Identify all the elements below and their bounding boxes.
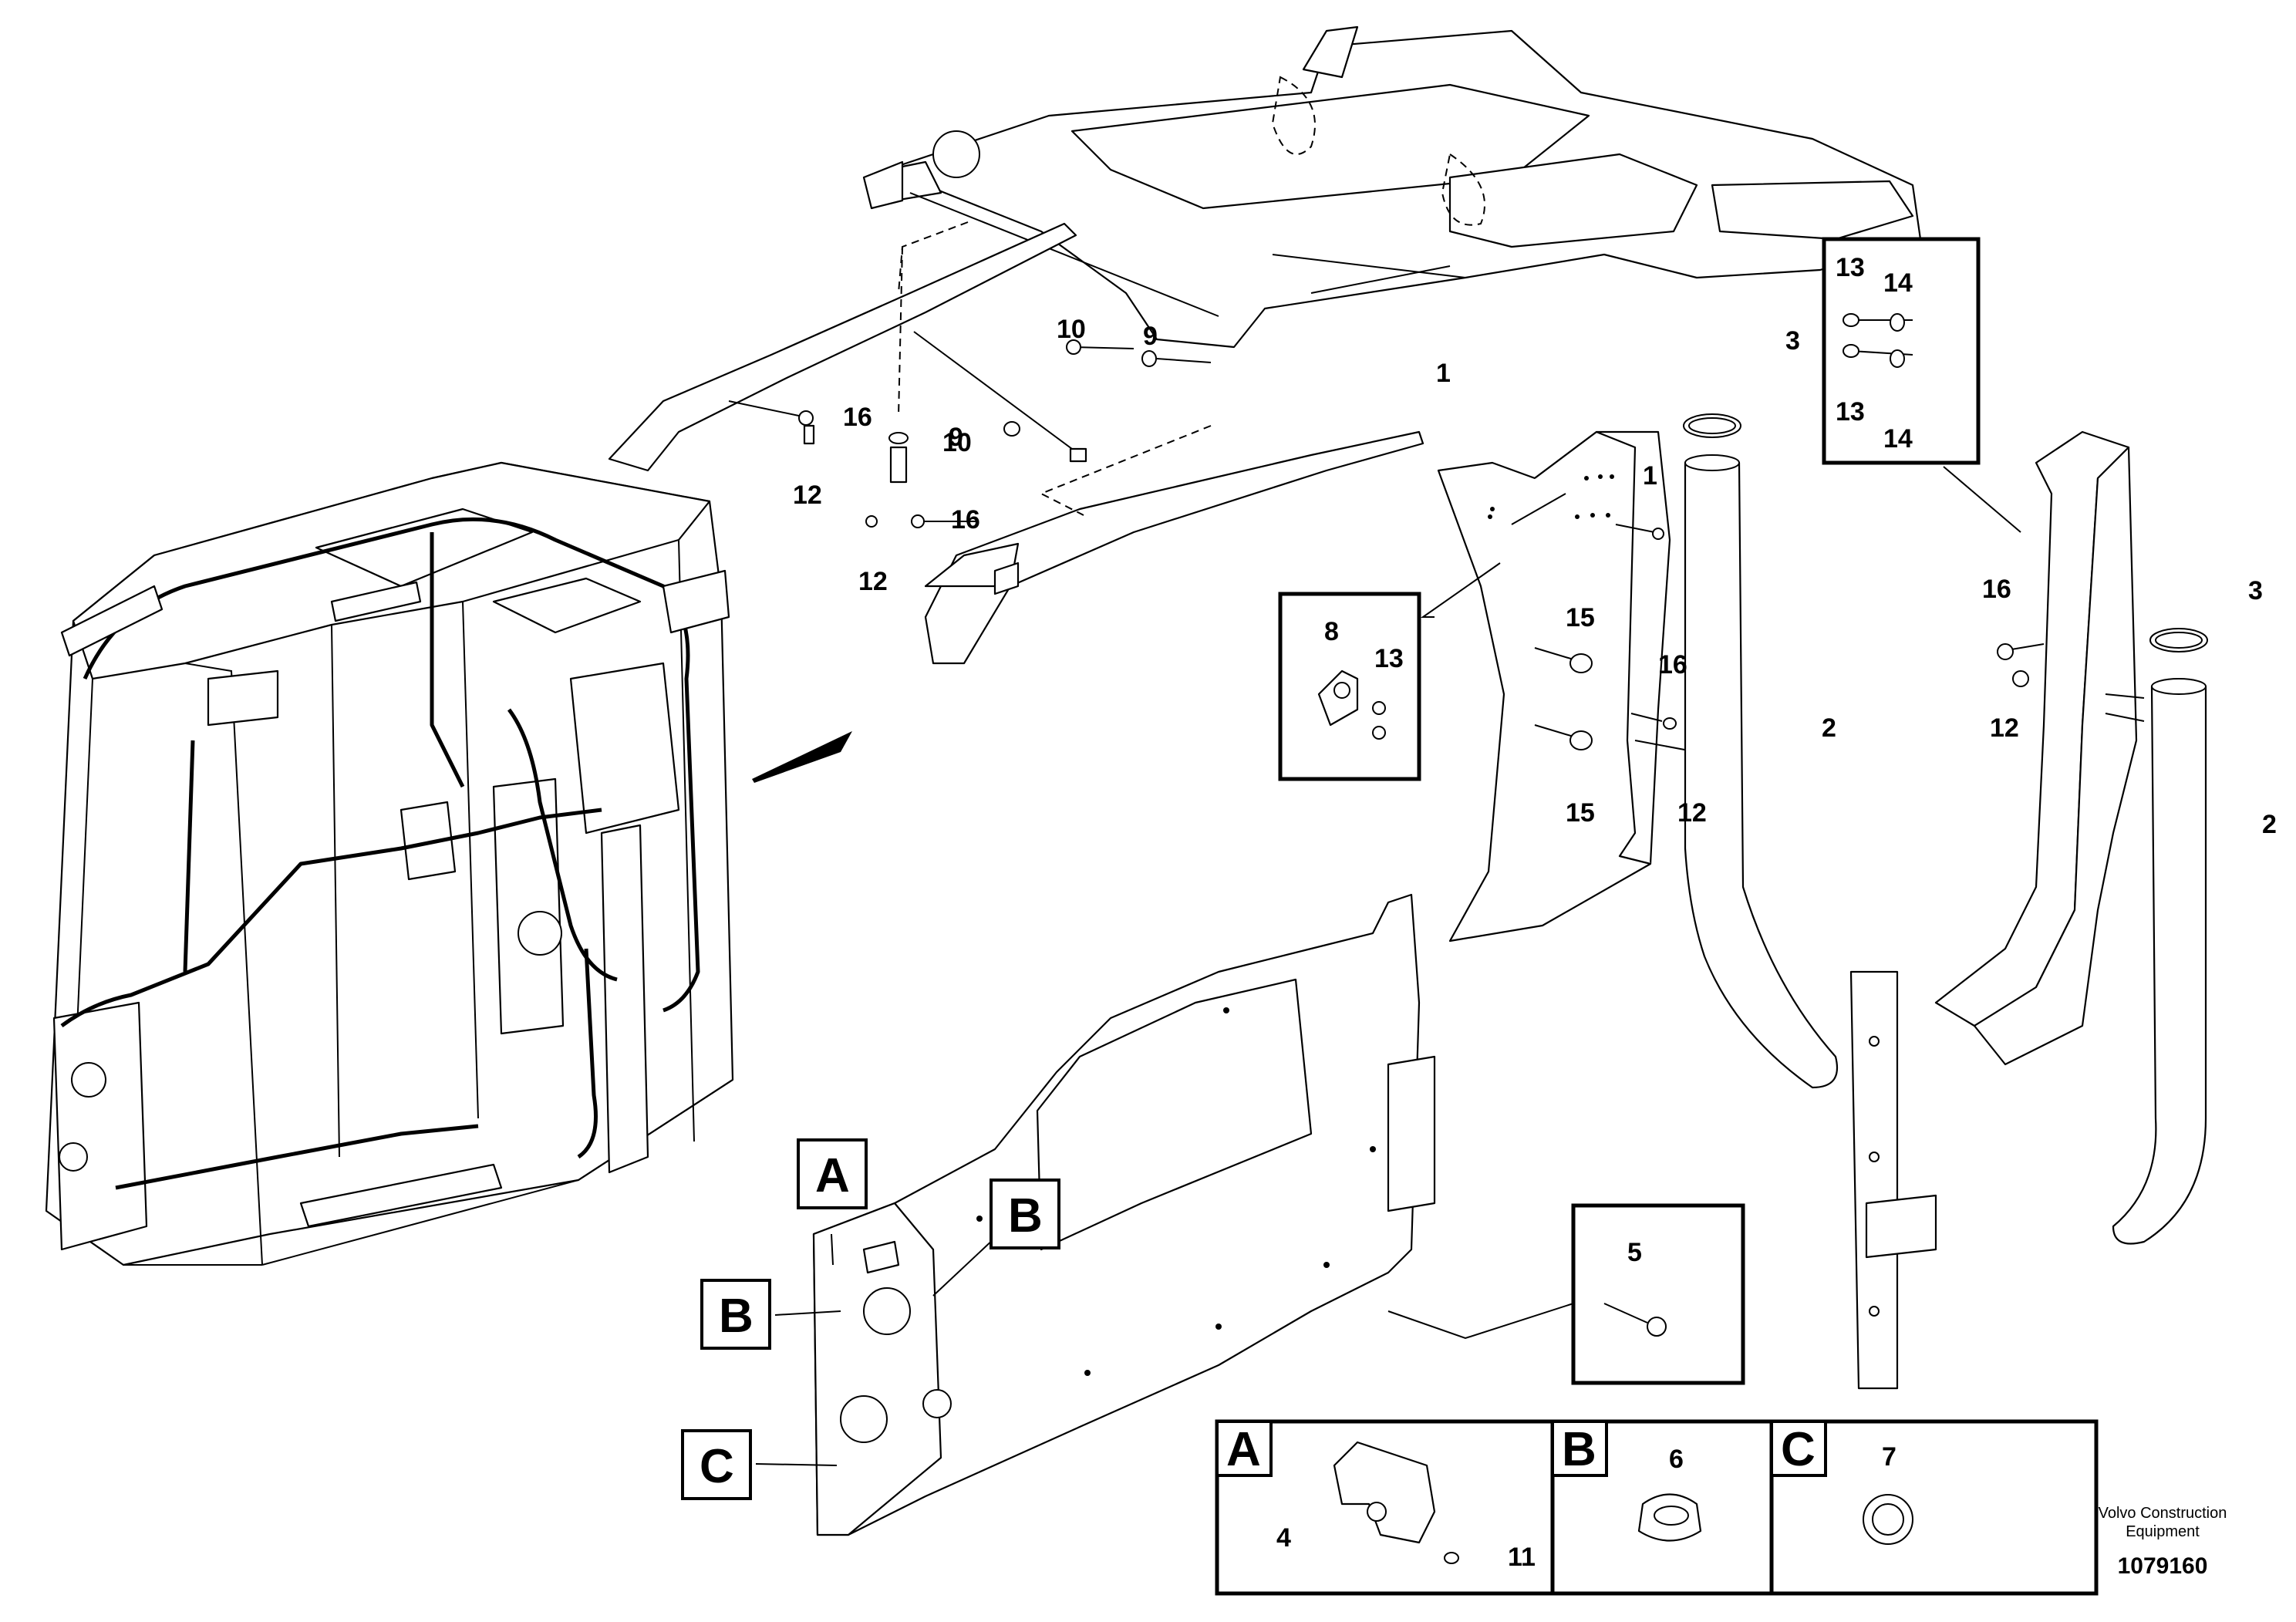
callout-9: 9 bbox=[949, 423, 963, 452]
rear-pillar-trim bbox=[1437, 430, 1711, 943]
credit-block: Volvo Construction Equipment 1079160 bbox=[2099, 1505, 2227, 1579]
document-number: 1079160 bbox=[2118, 1553, 2208, 1579]
callout-3: 3 bbox=[1785, 326, 1800, 356]
callout-16: 16 bbox=[1658, 650, 1687, 679]
callout-14: 14 bbox=[1883, 268, 1913, 298]
callout-12: 12 bbox=[1677, 798, 1707, 828]
callout-16: 16 bbox=[1982, 575, 2011, 604]
vent-hose-2 bbox=[2112, 628, 2208, 1245]
callout-2: 2 bbox=[1822, 713, 1836, 743]
roof-front-bracket bbox=[862, 160, 904, 210]
center-roof-trim bbox=[924, 430, 1424, 665]
roof-side-trim-left bbox=[608, 222, 1077, 472]
callout-1: 1 bbox=[1643, 461, 1657, 491]
callout-13: 13 bbox=[1836, 397, 1865, 427]
leader-detail-5 bbox=[1387, 1303, 1574, 1340]
callout-8: 8 bbox=[1324, 617, 1339, 646]
callout-13: 13 bbox=[1836, 253, 1865, 282]
callout-12: 12 bbox=[1990, 713, 2019, 743]
callout-10: 10 bbox=[942, 428, 972, 457]
callout-1: 1 bbox=[1436, 359, 1451, 388]
callout-14: 14 bbox=[1883, 424, 1913, 454]
roof-trim-assembly bbox=[885, 25, 1922, 349]
assembly-line-3 bbox=[898, 246, 903, 417]
detail-strip-abc bbox=[1215, 1419, 2099, 1596]
callout-12: 12 bbox=[858, 567, 888, 596]
callout-2: 2 bbox=[2262, 810, 2277, 839]
roof-fasteners bbox=[728, 331, 1212, 528]
view-direction-arrow bbox=[752, 731, 852, 783]
callout-15: 15 bbox=[1566, 603, 1595, 632]
detail-box-5 bbox=[1571, 1203, 1745, 1385]
callout-11: 11 bbox=[1508, 1543, 1536, 1572]
lower-side-panel bbox=[812, 893, 1436, 1536]
detail-box-fasteners-13-14 bbox=[1822, 237, 1981, 465]
view-labels: A B B C A B C bbox=[681, 1138, 1816, 1500]
callout-13: 13 bbox=[1374, 644, 1404, 673]
leader-b-upper bbox=[932, 1237, 996, 1297]
callout-16: 16 bbox=[843, 403, 872, 432]
callout-10: 10 bbox=[1057, 315, 1086, 344]
leader-detail-13-14 bbox=[1943, 466, 2021, 533]
credit-line-1: Volvo Construction bbox=[2099, 1505, 2227, 1522]
detail-box-8-13 bbox=[1278, 592, 1421, 781]
callout-3: 3 bbox=[2248, 576, 2263, 605]
vent-hose-1 bbox=[1683, 413, 1839, 1089]
callout-5: 5 bbox=[1627, 1238, 1642, 1267]
assembly-line-2 bbox=[1039, 425, 1212, 516]
detail-label-c: C bbox=[1781, 1423, 1816, 1476]
callout-6: 6 bbox=[1669, 1445, 1684, 1474]
detail-label-b: B bbox=[1562, 1423, 1596, 1476]
callout-9: 9 bbox=[1143, 322, 1158, 351]
callout-16: 16 bbox=[951, 505, 980, 534]
cab-frame-assembly bbox=[45, 461, 734, 1266]
callout-7: 7 bbox=[1882, 1442, 1896, 1472]
right-pillar-trim bbox=[1849, 430, 2145, 1390]
view-label-c: C bbox=[700, 1440, 734, 1493]
leader-b-left bbox=[774, 1310, 841, 1316]
callout-4: 4 bbox=[1276, 1523, 1291, 1553]
view-label-b: B bbox=[719, 1290, 754, 1343]
callout-labels: 1 1 2 2 3 3 4 5 6 7 8 9 9 10 10 11 12 12… bbox=[793, 253, 2277, 1572]
view-label-b: B bbox=[1008, 1189, 1043, 1243]
callout-15: 15 bbox=[1566, 798, 1595, 828]
view-label-a: A bbox=[815, 1149, 850, 1202]
leader-detail-8 bbox=[1420, 562, 1501, 618]
leader-c-left bbox=[755, 1463, 838, 1466]
detail-label-a: A bbox=[1226, 1423, 1261, 1476]
leader-a-main bbox=[831, 1233, 834, 1266]
credit-line-2: Equipment bbox=[2126, 1523, 2200, 1540]
callout-12: 12 bbox=[793, 481, 822, 510]
